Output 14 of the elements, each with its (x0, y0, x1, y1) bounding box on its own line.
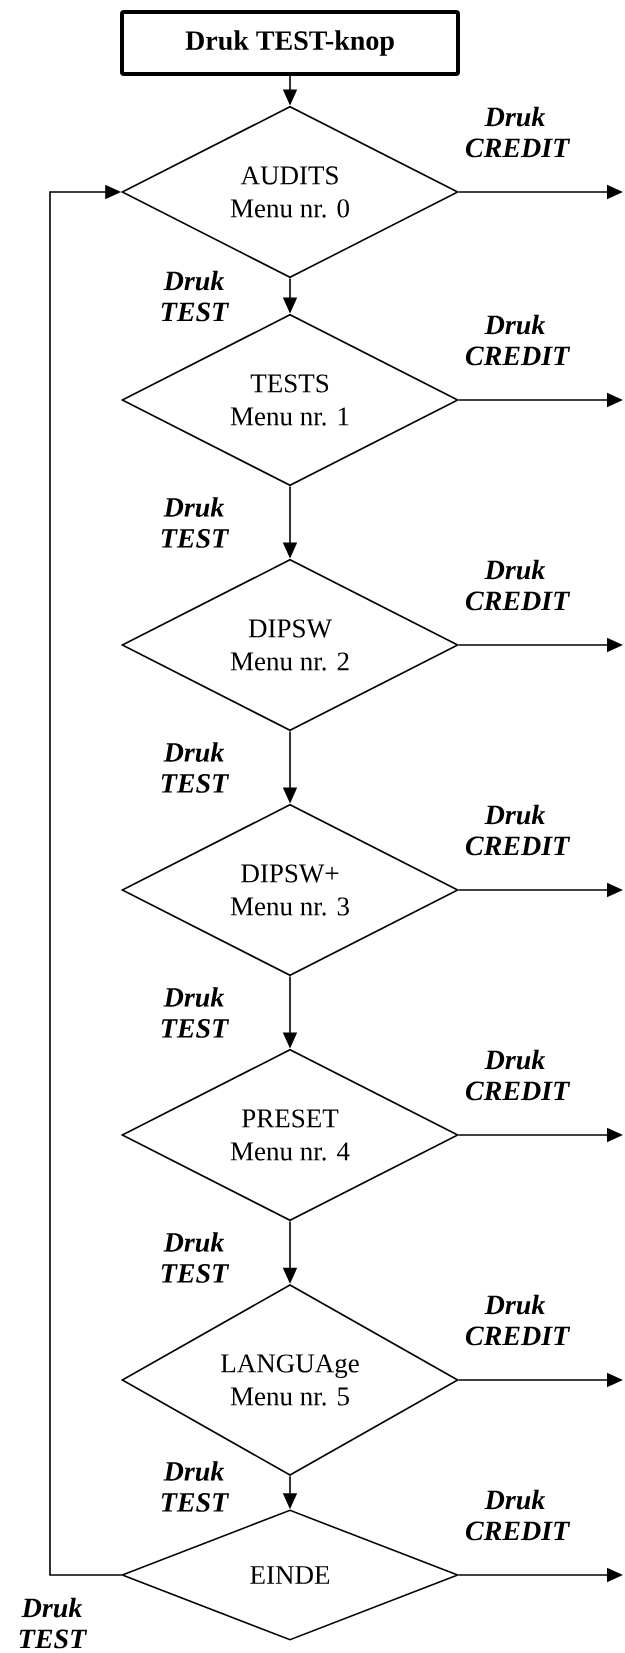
edge-label: Druk CREDIT (464, 105, 571, 159)
edge-label: Druk CREDIT (464, 558, 571, 612)
edge-label: Druk TEST (11, 1596, 93, 1650)
start-box: Druk TEST-knop (120, 10, 460, 76)
arrow (49, 184, 122, 1576)
edge-label: Druk CREDIT (464, 1488, 571, 1542)
edge-label: Druk CREDIT (464, 1048, 571, 1102)
edge-label: Druk TEST (153, 1231, 235, 1284)
edge-label: Druk CREDIT (464, 313, 571, 367)
edge-label: Druk CREDIT (464, 1293, 571, 1347)
edge-label: Druk TEST (153, 496, 235, 549)
edge-label: Druk CREDIT (464, 803, 571, 857)
edge-label: Druk TEST (153, 741, 235, 794)
edge-label: Druk TEST (153, 986, 235, 1039)
